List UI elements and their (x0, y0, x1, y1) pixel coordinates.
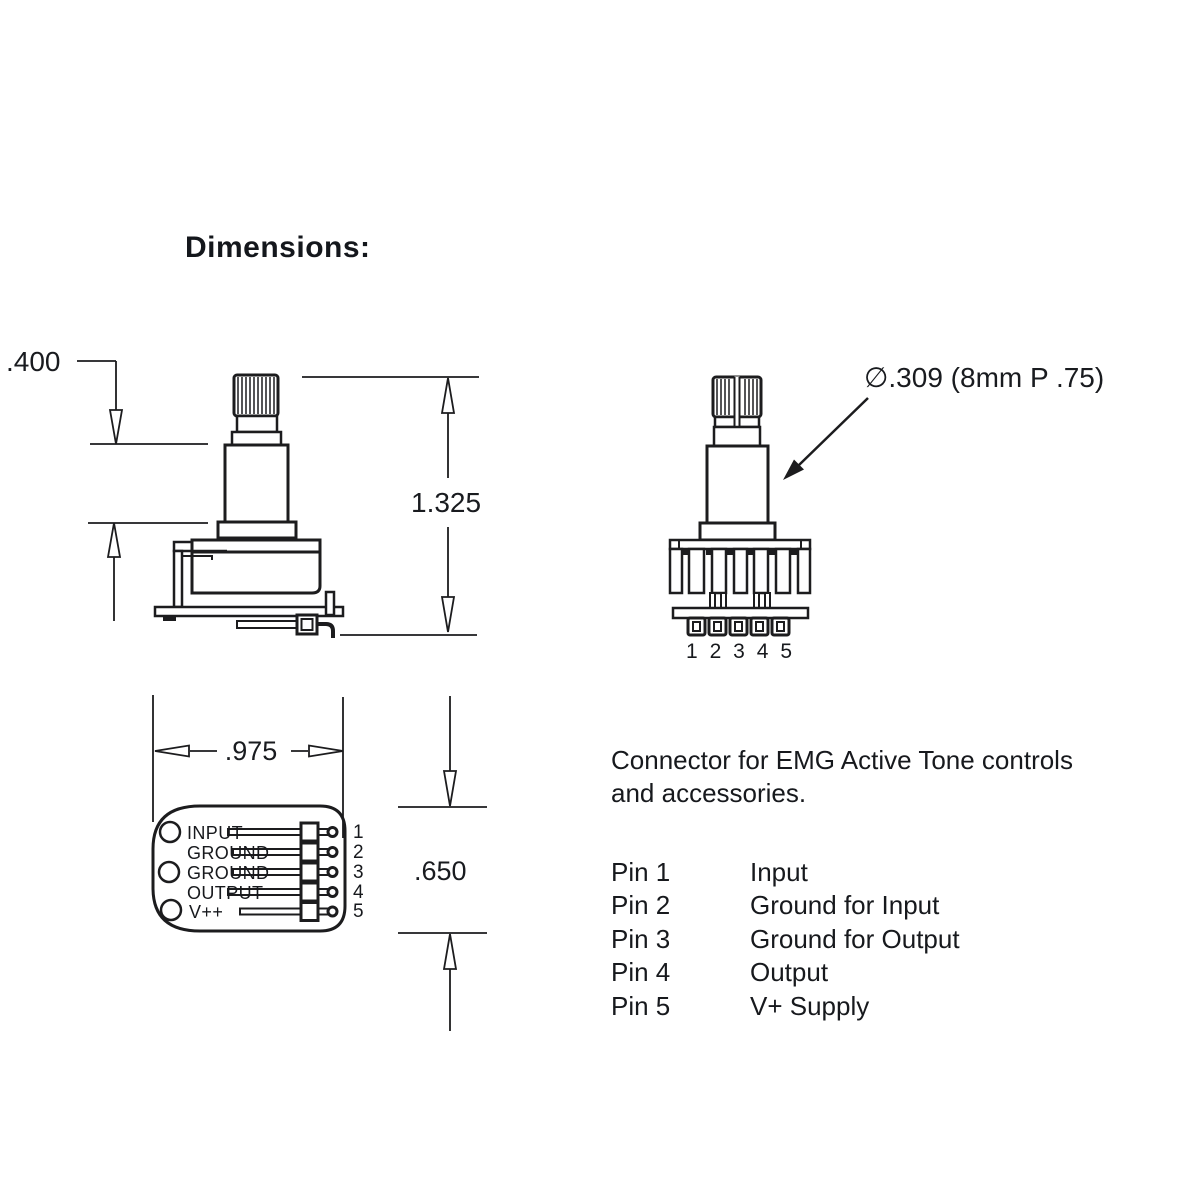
mount-hole-2 (157, 860, 181, 884)
description-text: Connector for EMG Active Tone controls a… (611, 744, 1073, 810)
page-title: Dimensions: (185, 231, 371, 264)
side-connector-block-inner (300, 618, 314, 631)
pin-table-row: Pin 4 Output (611, 957, 828, 988)
pin-table-function: Output (750, 957, 829, 987)
dim-400-leader (77, 360, 117, 410)
side-knurl-hatching (237, 377, 275, 414)
front-shaft-collar (712, 425, 762, 448)
connector-pin-bars (227, 828, 331, 916)
pin-table-function: Input (750, 857, 808, 887)
pin-table-function: V+ Supply (750, 991, 870, 1021)
front-flange (668, 538, 812, 551)
dim-650-arrow-down (442, 770, 458, 807)
pin-table-row: Pin 5 V+ Supply (611, 991, 869, 1022)
pad-label-output: OUTPUT (187, 883, 264, 903)
side-bushing-collar (216, 520, 298, 540)
front-pin-number: 2 (709, 640, 722, 663)
pin-table-pin: Pin 5 (611, 991, 671, 1021)
pad-label-vpp: V++ (189, 902, 224, 922)
callout-arrowhead (783, 459, 804, 480)
pad-label-ground-2: GROUND (187, 863, 270, 883)
side-body-tab (172, 540, 227, 553)
side-view-dimension-lines (77, 360, 479, 636)
dim-1325-arrow-down (440, 596, 456, 633)
side-bushing (223, 443, 290, 524)
mount-hole-3 (159, 898, 183, 922)
dim-975-arrow-left (154, 744, 190, 758)
pin-table-row: Pin 1 Input (611, 857, 808, 888)
front-body-left-column (668, 547, 684, 595)
pin-table-row: Pin 2 Ground for Input (611, 890, 939, 921)
side-shaft-collar (230, 430, 283, 447)
diameter-callout-arrow (783, 397, 869, 480)
front-flange-notches (678, 540, 802, 549)
description-line-2: and accessories. (611, 778, 807, 808)
front-pin-numbers: 1 2 3 4 5 (686, 640, 792, 664)
side-knurled-shaft (232, 373, 280, 418)
front-connector-pins (686, 616, 791, 637)
description-line-1: Connector for EMG Active Tone controls (611, 745, 1073, 775)
front-bushing (705, 444, 770, 525)
front-body-right-column (796, 547, 812, 595)
connector-pin-tips (326, 826, 339, 918)
front-bushing-collar (698, 521, 777, 542)
pad-label-input: INPUT (187, 823, 243, 843)
side-wire-hook (317, 622, 335, 638)
pin-table-pin: Pin 4 (611, 957, 671, 987)
bottom-view-dimension-lines (152, 695, 487, 1031)
front-pin-number: 4 (756, 640, 769, 663)
front-leg-stubs (709, 592, 771, 609)
side-base-foot (163, 616, 176, 621)
bottom-view-linework (151, 804, 347, 933)
pin-table-row: Pin 3 Ground for Output (611, 924, 960, 955)
front-body-ticks (683, 549, 797, 555)
side-body-seam (182, 555, 213, 560)
side-base-plate (153, 605, 345, 618)
front-pin-number: 1 (686, 640, 698, 663)
front-pin-number: 3 (733, 640, 745, 663)
front-view-linework (668, 375, 812, 637)
dim-1325-arrow-up (440, 377, 456, 414)
front-pin-number: 5 (780, 640, 792, 663)
side-shaft-neck (235, 414, 279, 434)
mount-hole-1 (158, 820, 182, 844)
front-knurl-hatching (716, 379, 758, 415)
side-body-top (190, 538, 322, 552)
side-terminal-lug (324, 590, 336, 617)
bottom-pin-number: 1 (353, 822, 364, 843)
pin-table-pin: Pin 1 (611, 857, 671, 887)
dim-975-label: .975 (224, 736, 278, 766)
dim-1325-label: 1.325 (411, 487, 482, 518)
dim-400-arrow-up (106, 522, 122, 558)
side-view-linework (153, 373, 345, 638)
front-shaft-slot-fill (734, 376, 740, 432)
bottom-pin-number: 3 (353, 862, 364, 883)
callout-leader-line (798, 397, 869, 466)
pin-table-function: Ground for Input (750, 890, 940, 920)
pin-table-pin: Pin 2 (611, 890, 671, 920)
bottom-pin-number: 2 (353, 842, 364, 863)
bottom-pin-number: 4 (353, 882, 364, 903)
side-body-inner (190, 550, 322, 595)
diameter-callout-label: ∅.309 (8mm P .75) (864, 362, 1105, 393)
dim-650-arrow-up (442, 933, 458, 970)
side-pin-wire (236, 620, 299, 629)
side-body-wall (172, 549, 184, 609)
dim-400-label: .400 (6, 346, 61, 377)
dim-975-arrow-right (308, 744, 344, 758)
pad-label-ground-1: GROUND (187, 843, 270, 863)
pin-table-pin: Pin 3 (611, 924, 671, 954)
pin-table-function: Ground for Output (750, 924, 960, 954)
bottom-pin-number: 5 (353, 901, 364, 922)
dim-650-label: .650 (414, 856, 467, 886)
dim-400-arrow-down (108, 409, 124, 445)
connector-pin-blocks (299, 821, 320, 922)
front-body-legs (687, 547, 792, 595)
